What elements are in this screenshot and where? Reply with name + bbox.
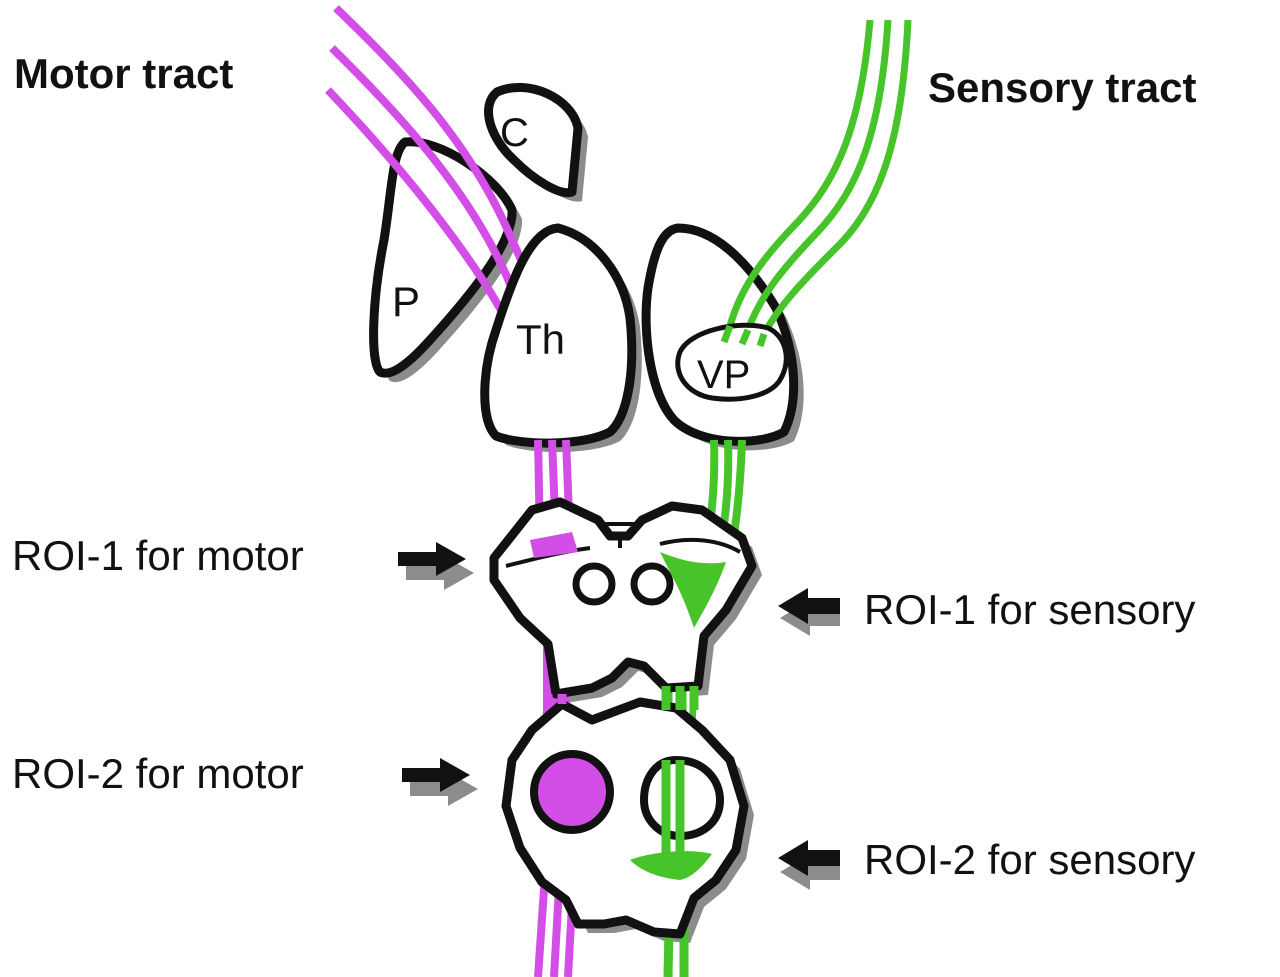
- roi2-sensory-label: ROI-2 for sensory: [864, 836, 1195, 883]
- arrow-right-icon: [398, 542, 474, 590]
- caudate-label: C: [500, 111, 529, 155]
- roi2-motor-label: ROI-2 for motor: [12, 750, 304, 797]
- sensory-tract-title: Sensory tract: [928, 64, 1196, 111]
- motor-tract-title: Motor tract: [14, 50, 233, 97]
- roi2-sensory-region: [630, 851, 712, 880]
- tract-sensory-vp-entry: [720, 324, 768, 348]
- vp-nucleus: VP: [675, 322, 789, 402]
- arrow-left-icon: [778, 588, 840, 636]
- vp-label: VP: [697, 353, 750, 397]
- roi1-sensory-region: [660, 552, 726, 628]
- roi2-sensory-annotation: ROI-2 for sensory: [778, 836, 1195, 890]
- roi1-sensory-annotation: ROI-1 for sensory: [778, 586, 1195, 636]
- arrow-left-icon: [778, 840, 840, 890]
- tract-sensory-through-sections: [661, 686, 699, 860]
- roi1-sensory-label: ROI-1 for sensory: [864, 586, 1195, 633]
- arrow-right-icon: [402, 758, 478, 806]
- putamen-label: P: [392, 278, 420, 325]
- roi1-motor-label: ROI-1 for motor: [12, 532, 304, 579]
- thalamus-structure: Th: [480, 223, 637, 448]
- thalamus-label: Th: [516, 316, 565, 363]
- roi1-motor-annotation: ROI-1 for motor: [12, 532, 474, 590]
- roi1-motor-region: [530, 532, 578, 558]
- roi2-motor-region: [530, 750, 614, 834]
- tract-motor-through-sections: [543, 694, 567, 704]
- caudate-structure: C: [484, 83, 583, 198]
- tract-sensory-top: [726, 19, 912, 336]
- putamen-structure: P: [369, 137, 517, 378]
- midbrain-roi1-section: [489, 497, 757, 699]
- roi2-motor-annotation: ROI-2 for motor: [12, 750, 478, 806]
